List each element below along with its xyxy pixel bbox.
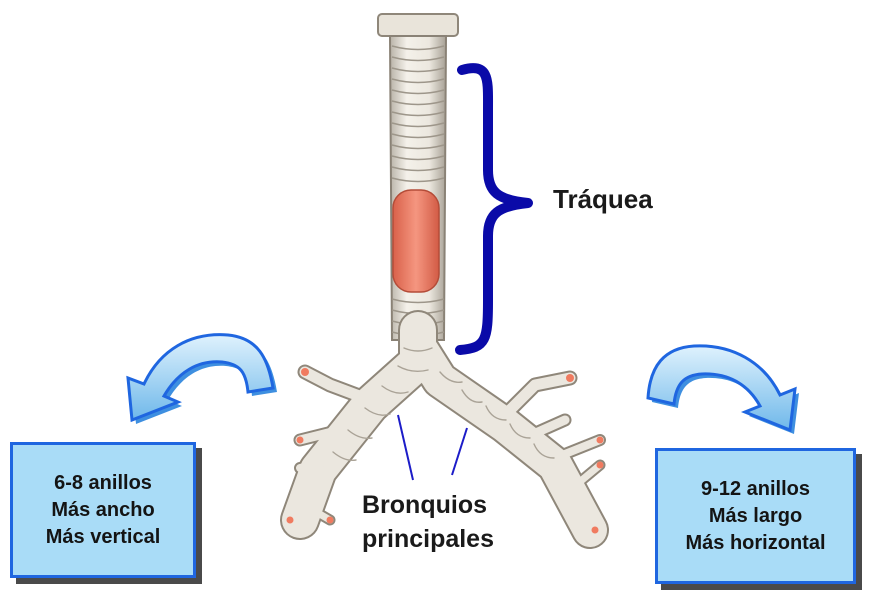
left-box-line-3: Más vertical [45,525,161,548]
trachea-brace [455,63,533,355]
right-box-line-1: 9-12 anillos [701,477,810,500]
bronchial-tree [280,310,609,549]
bronchi-label-line-1: Bronquios [362,491,487,519]
right-box-line-2: Más largo [708,504,803,527]
left-bronchus-info-box: 6-8 anillos Más ancho Más vertical [10,442,196,578]
cartilage-ring [391,100,445,106]
trachea-highlight [392,189,440,293]
cartilage-ring [391,298,445,304]
cartilage-ring [391,122,445,128]
bronchus-pointer-left [397,414,414,481]
cartilage-ring [391,56,445,62]
left-box-line-1: 6-8 anillos [54,471,152,494]
cartilage-ring [391,78,445,84]
cartilage-ring [391,166,445,172]
right-box-line-3: Más horizontal [685,531,826,554]
cartilage-ring [391,133,445,139]
trachea-illustration [377,13,459,341]
left-box-line-2: Más ancho [51,498,155,521]
cartilage-ring [391,111,445,117]
trachea-label: Tráquea [553,184,653,214]
right-bronchus-info-box: 9-12 anillos Más largo Más horizontal [655,448,856,584]
cartilage-ring [391,89,445,95]
bronchi-label-line-2: principales [362,525,494,553]
bronchus-pointer-right [451,427,468,476]
cartilage-ring [391,144,445,150]
cartilage-ring [391,45,445,51]
cartilage-ring [391,155,445,161]
left-curved-arrow [126,333,277,424]
cartilage-ring [391,67,445,73]
cartilage-ring [391,177,445,183]
right-curved-arrow [646,344,799,434]
bronchi-label: Bronquios principales [362,488,494,556]
